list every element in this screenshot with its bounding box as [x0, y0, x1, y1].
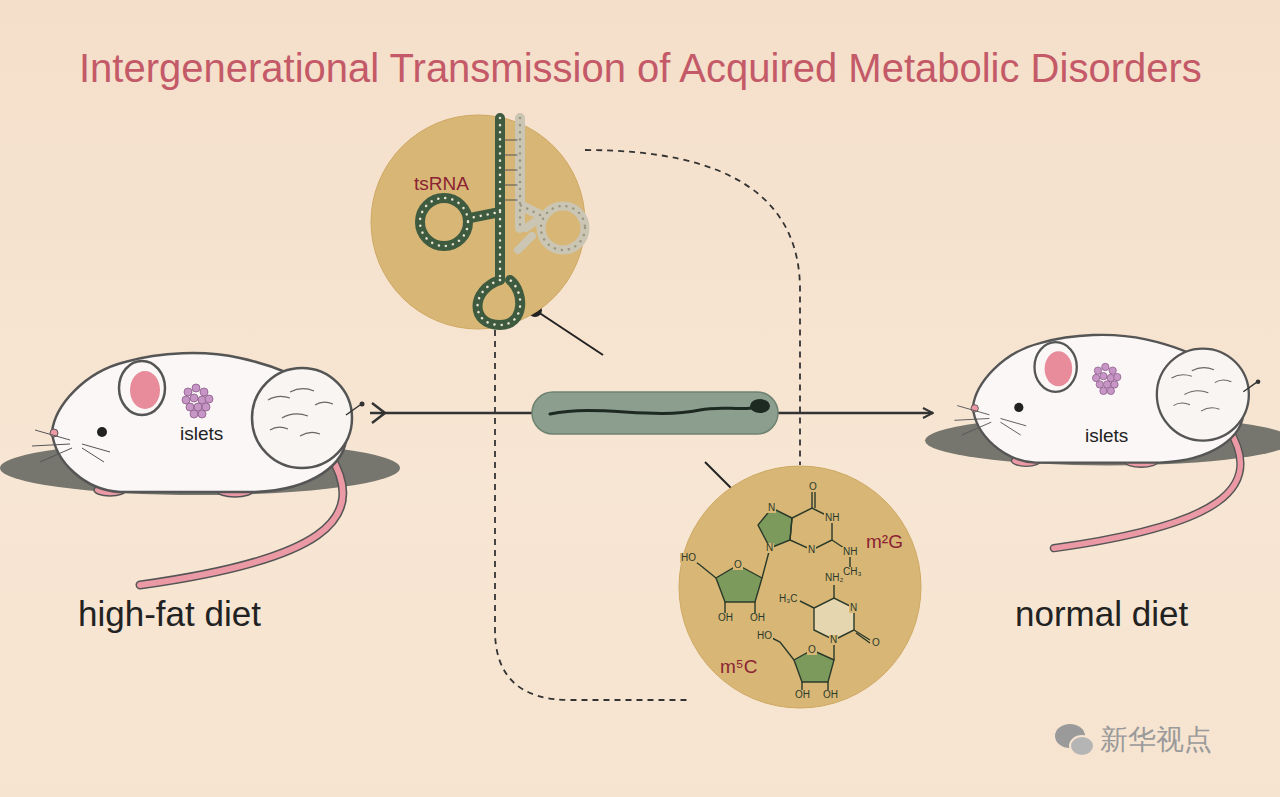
mouse-region: islets normal diet [935, 340, 1265, 640]
atom-label: OH [794, 690, 811, 700]
watermark: 新华视点 [1100, 726, 1212, 754]
mouse-figure [0, 353, 400, 585]
mouse-region: islets high-fat diet [40, 340, 370, 640]
circle-outline [678, 465, 922, 709]
node-label: m²G [866, 532, 903, 551]
mouse-figure [925, 335, 1280, 548]
node-text: high-fat diet [78, 596, 261, 631]
atom-label: NH [824, 513, 840, 523]
atom-label: OH [717, 613, 734, 623]
dashed-loop [495, 330, 690, 700]
atom-label: O [871, 638, 881, 648]
atom-label: N [807, 545, 816, 555]
atom-label: N [767, 503, 776, 513]
arrow-tail [372, 403, 385, 423]
sperm-head [750, 399, 770, 413]
atom-label: O [808, 482, 818, 492]
atom-label: CH₃ [842, 567, 863, 577]
atom-label: O [807, 645, 817, 655]
node-text: m⁵C [720, 657, 757, 676]
node-text: islets [1085, 426, 1128, 445]
atom-label: NH [842, 547, 858, 557]
atom-label: NH₂ [824, 573, 844, 583]
sperm [550, 408, 752, 414]
modification-circle: m²G m⁵C [678, 465, 922, 709]
atom-label: HO [756, 631, 773, 641]
node-text: normal diet [1015, 596, 1188, 631]
atom-label: N [765, 543, 774, 553]
circle-outline [370, 114, 586, 330]
title: Intergenerational Transmission of Acquir… [79, 48, 1202, 88]
node-label: tsRNA [414, 174, 469, 193]
sperm-capsule [532, 392, 778, 434]
tsrna-circle: tsRNA [370, 114, 586, 330]
atom-label: O [733, 560, 743, 570]
atom-label: N [849, 603, 858, 613]
atom-label: N [829, 635, 838, 645]
node-text: islets [180, 424, 223, 443]
atom-label: HO [680, 553, 697, 563]
atom-label: H₃C [778, 594, 799, 604]
leader-line [535, 310, 603, 355]
atom-label: OH [822, 690, 839, 700]
wechat-icon [1055, 724, 1094, 756]
atom-label: OH [749, 613, 766, 623]
